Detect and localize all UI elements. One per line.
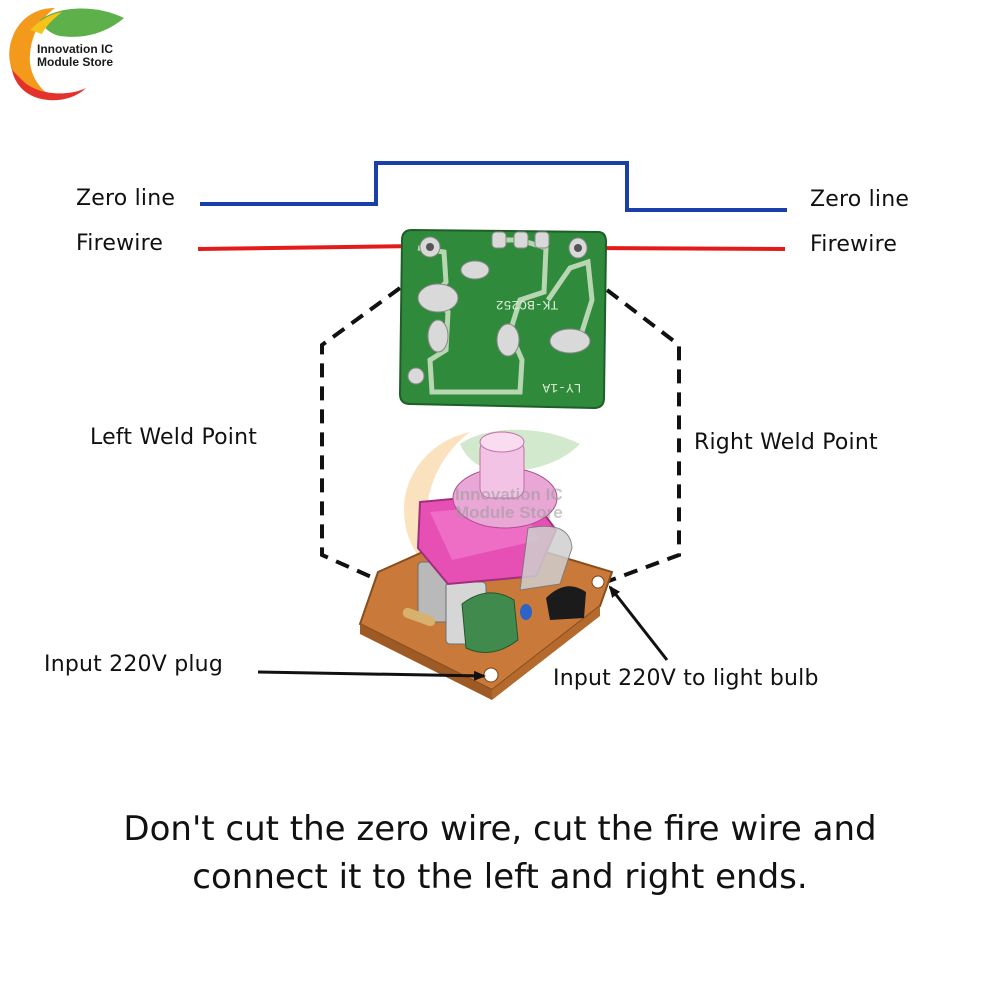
brand-logo: Innovation IC Module Store [0,0,140,110]
watermark-line-2: Module Store [455,503,563,522]
pcb-silk-model: LY-1A [542,380,581,395]
fire-wire-right [584,246,786,251]
weld-path-dashed [320,286,681,594]
dimmer-base-board [358,431,614,700]
caption-line-2: connect it to the left and right ends. [192,857,808,897]
label-firewire-right: Firewire [810,232,898,257]
watermark-text: Innovation IC Module Store [455,486,563,522]
instruction-caption: Don't cut the zero wire, cut the fire wi… [0,805,1000,901]
arrow-input-bulb [608,585,669,661]
zero-wire [200,161,787,212]
arrow-input-plug [257,670,486,681]
label-right-weld-point: Right Weld Point [694,430,878,455]
watermark-line-1: Innovation IC [455,485,563,504]
label-input-bulb: Input 220V to light bulb [553,666,819,691]
logo-line-2: Module Store [37,55,114,69]
pcb-silk-code: TK-BC252 [496,297,558,312]
label-zero-line-right: Zero line [810,187,910,212]
green-pcb-board: TK-BC252 LY-1A [398,228,608,410]
logo-text: Innovation IC Module Store [37,43,113,69]
fire-wire-left [197,244,421,251]
logo-line-1: Innovation IC [37,42,113,56]
caption-line-1: Don't cut the zero wire, cut the fire wi… [123,809,877,849]
label-left-weld-point: Left Weld Point [90,425,258,450]
label-input-plug: Input 220V plug [44,652,223,677]
label-firewire-left: Firewire [76,231,164,256]
logo-mark-icon [9,8,124,101]
label-zero-line-left: Zero line [76,186,176,211]
